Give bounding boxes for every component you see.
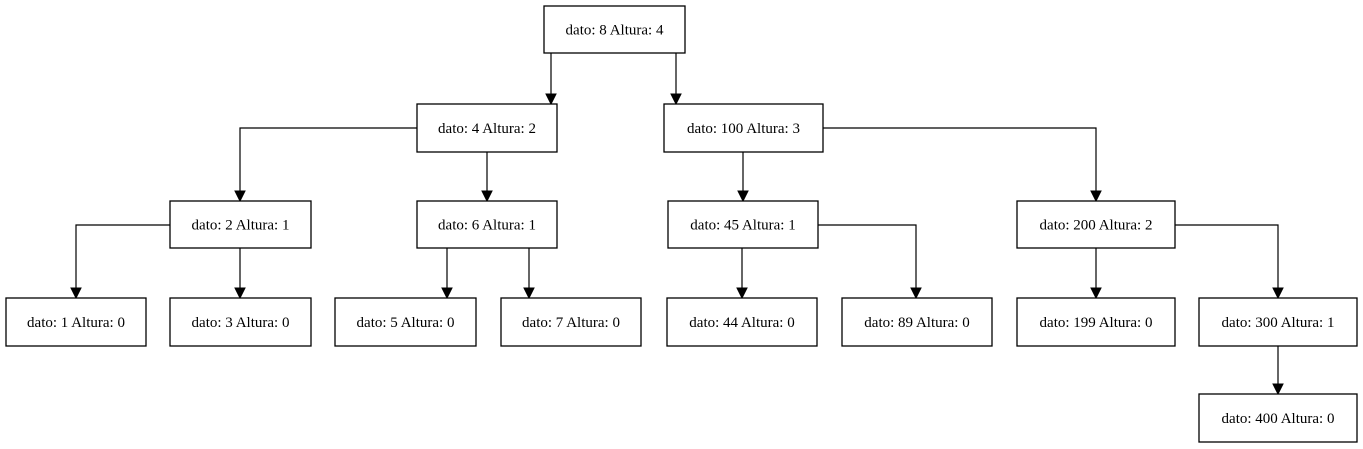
node-label: dato: 5 Altura: 0 [357, 315, 455, 331]
edge-n200-n300 [1175, 224, 1284, 300]
edge-n8-n100 [670, 53, 682, 106]
tree-node-n100: dato: 100 Altura: 3 [663, 103, 824, 153]
edge-n4-n6 [481, 152, 493, 203]
node-box [416, 103, 558, 153]
nodes-layer: dato: 8 Altura: 4 dato: 4 Altura: 2 dato: … [5, 5, 1358, 443]
node-box [663, 103, 824, 153]
node-box [1198, 297, 1358, 347]
tree-node-n4: dato: 4 Altura: 2 [416, 103, 558, 153]
tree-node-n300: dato: 300 Altura: 1 [1198, 297, 1358, 347]
edges-layer [70, 53, 1284, 396]
arrowhead-icon [670, 93, 682, 106]
node-label: dato: 4 Altura: 2 [438, 121, 536, 137]
node-box [667, 200, 819, 249]
node-label: dato: 300 Altura: 1 [1222, 315, 1335, 331]
node-label: dato: 199 Altura: 0 [1040, 315, 1153, 331]
arrowhead-icon [234, 287, 246, 300]
arrowhead-icon [910, 287, 922, 300]
edge-line [75, 224, 170, 288]
node-box [1016, 297, 1176, 347]
node-box [543, 5, 686, 54]
edge-n6-n5 [441, 248, 453, 300]
arrowhead-icon [481, 190, 493, 203]
arrowhead-icon [545, 93, 557, 106]
arrowhead-icon [736, 287, 748, 300]
node-label: dato: 7 Altura: 0 [522, 315, 620, 331]
edge-n300-n400 [1272, 346, 1284, 396]
edge-line [1175, 224, 1279, 288]
node-label: dato: 100 Altura: 3 [687, 121, 800, 137]
edge-n100-n45 [737, 152, 749, 203]
tree-node-n1: dato: 1 Altura: 0 [5, 297, 147, 347]
node-label: dato: 3 Altura: 0 [192, 315, 290, 331]
edge-n6-n7 [523, 248, 535, 300]
node-box [416, 200, 558, 249]
tree-node-n2: dato: 2 Altura: 1 [169, 200, 312, 249]
arrowhead-icon [441, 287, 453, 300]
edge-line [823, 127, 1097, 191]
node-box [1198, 393, 1358, 443]
arrowhead-icon [737, 190, 749, 203]
tree-node-n44: dato: 44 Altura: 0 [666, 297, 818, 347]
node-box [666, 297, 818, 347]
tree-node-n200: dato: 200 Altura: 2 [1016, 200, 1176, 249]
node-box [334, 297, 477, 347]
node-box [169, 297, 312, 347]
tree-node-n8: dato: 8 Altura: 4 [543, 5, 686, 54]
node-box [1016, 200, 1176, 249]
arrowhead-icon [234, 190, 246, 203]
tree-node-n7: dato: 7 Altura: 0 [500, 297, 642, 347]
node-box [841, 297, 993, 347]
node-box [5, 297, 147, 347]
tree-node-n45: dato: 45 Altura: 1 [667, 200, 819, 249]
arrowhead-icon [523, 287, 535, 300]
arrowhead-icon [70, 287, 82, 300]
tree-node-n6: dato: 6 Altura: 1 [416, 200, 558, 249]
edge-n100-n200 [823, 127, 1102, 203]
edge-n200-n199 [1090, 248, 1102, 300]
node-label: dato: 45 Altura: 1 [690, 218, 795, 234]
node-label: dato: 6 Altura: 1 [438, 218, 536, 234]
edge-n2-n3 [234, 248, 246, 300]
edge-n2-n1 [70, 224, 170, 300]
edge-line [818, 224, 917, 288]
tree-node-n199: dato: 199 Altura: 0 [1016, 297, 1176, 347]
node-box [169, 200, 312, 249]
node-label: dato: 44 Altura: 0 [689, 315, 794, 331]
edge-n8-n4 [545, 53, 557, 106]
tree-node-n5: dato: 5 Altura: 0 [334, 297, 477, 347]
edge-n45-n44 [736, 248, 748, 300]
node-box [500, 297, 642, 347]
tree-node-n89: dato: 89 Altura: 0 [841, 297, 993, 347]
node-label: dato: 89 Altura: 0 [864, 315, 969, 331]
edge-n45-n89 [818, 224, 922, 300]
node-label: dato: 200 Altura: 2 [1040, 218, 1153, 234]
node-label: dato: 400 Altura: 0 [1222, 411, 1335, 427]
tree-node-n400: dato: 400 Altura: 0 [1198, 393, 1358, 443]
node-label: dato: 1 Altura: 0 [27, 315, 125, 331]
tree-node-n3: dato: 3 Altura: 0 [169, 297, 312, 347]
node-label: dato: 2 Altura: 1 [192, 218, 290, 234]
arrowhead-icon [1090, 287, 1102, 300]
arrowhead-icon [1090, 190, 1102, 203]
node-label: dato: 8 Altura: 4 [566, 23, 664, 39]
edge-line [239, 127, 417, 191]
arrowhead-icon [1272, 287, 1284, 300]
arrowhead-icon [1272, 383, 1284, 396]
edge-n4-n2 [234, 127, 417, 203]
